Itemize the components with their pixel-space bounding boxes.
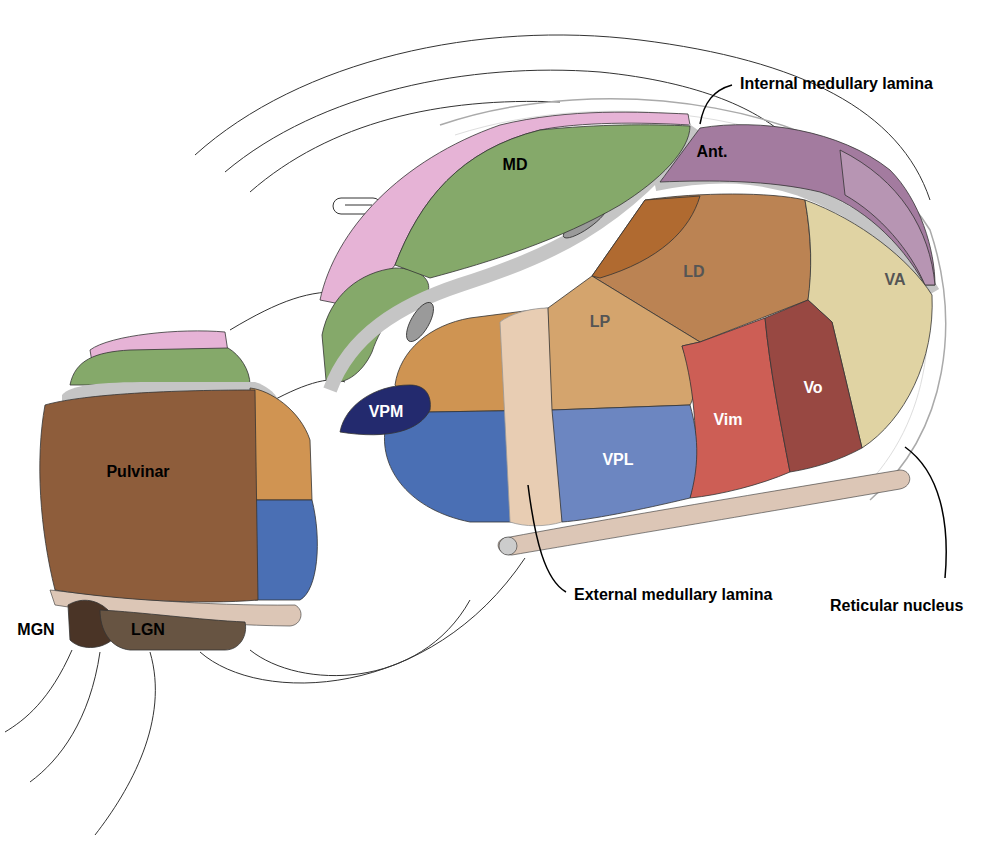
nucleus-label: LD — [683, 263, 704, 281]
nucleus-label: Ant. — [696, 143, 727, 161]
nucleus-shape — [35, 390, 258, 605]
nucleus-label: VA — [884, 271, 905, 289]
nucleus-label: MD — [503, 156, 528, 174]
nucleus-region: Pulvinar — [35, 390, 258, 605]
nucleus-label: Vo — [803, 379, 822, 397]
nucleus-shape — [100, 610, 248, 650]
nucleus-label: VPL — [602, 451, 633, 469]
structure-label: External medullary lamina — [574, 586, 772, 604]
nucleus-label: LGN — [131, 621, 165, 639]
nucleus-shape — [548, 276, 700, 410]
nucleus-label: VPM — [369, 403, 404, 421]
nucleus-label: MGN — [17, 621, 54, 639]
structure-label: Internal medullary lamina — [740, 75, 933, 93]
nucleus-region: LGN — [100, 610, 248, 650]
structure-label: Reticular nucleus — [830, 597, 963, 615]
nucleus-label: Pulvinar — [106, 463, 169, 481]
nucleus-region: VPM — [340, 385, 432, 440]
nucleus-region: MGN — [10, 598, 112, 650]
nucleus-label: LP — [590, 313, 610, 331]
nucleus-region: Vo — [765, 300, 862, 472]
nucleus-label: Vim — [713, 411, 742, 429]
nucleus-region: VPL — [552, 405, 700, 522]
nucleus-region: LP — [548, 276, 700, 410]
